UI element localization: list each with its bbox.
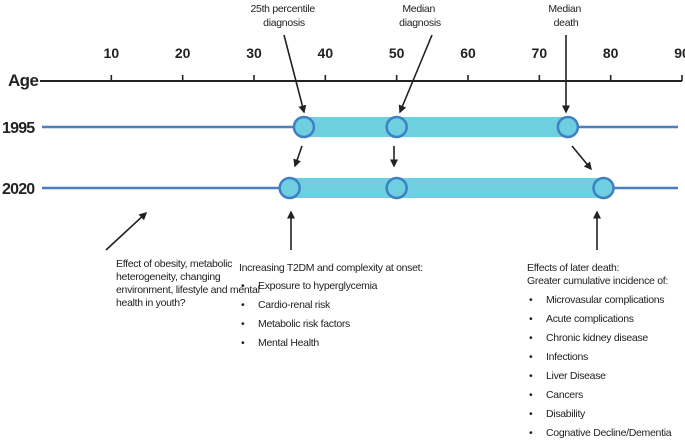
callout-line: diagnosis	[399, 17, 441, 29]
list-item: Liver Disease	[527, 367, 685, 386]
timeline-2020: 2020	[2, 176, 678, 200]
callout-25th-percentile: 25th percentile diagnosis	[250, 3, 317, 29]
axis-tick-label: 60	[460, 45, 476, 61]
timeline-range-bar	[289, 178, 604, 198]
callout-line: Median	[548, 3, 581, 15]
timeline-range-bar	[303, 117, 568, 137]
axis-tick-label: 70	[532, 45, 548, 61]
timeline-year-label: 2020	[2, 181, 35, 198]
arrow-25th-to-1995	[283, 34, 307, 114]
timeline-marker	[278, 176, 301, 200]
onset-list: Exposure to hyperglycemia Cardio-renal r…	[239, 277, 479, 353]
axis-tick-label: 50	[389, 45, 405, 61]
arrow-1995-to-2020-death	[571, 145, 592, 171]
axis-label: Age	[8, 71, 38, 90]
note-onset-heading: Increasing T2DM and complexity at onset:	[239, 262, 423, 274]
arrow-median-dx-to-1995	[398, 34, 433, 114]
svg-text:Median death: Median death	[548, 3, 583, 29]
list-item: Acute complications	[527, 310, 685, 329]
callout-line: diagnosis	[263, 17, 305, 29]
list-item: Cancers	[527, 386, 685, 405]
note-onset-complexity: Increasing T2DM and complexity at onset:…	[239, 262, 479, 353]
note-death-heading-2: Greater cumulative incidence of:	[527, 275, 668, 287]
timeline-year-label: 1995	[2, 120, 35, 137]
arrows	[105, 34, 601, 251]
timeline-marker	[385, 176, 408, 200]
list-item: Disability	[527, 405, 685, 424]
list-item: Infections	[527, 348, 685, 367]
list-item: Cognative Decline/Dementia	[527, 424, 685, 443]
later-death-list: Microvasular complications Acute complic…	[527, 291, 685, 443]
note-later-death: Effects of later death: Greater cumulati…	[527, 262, 685, 443]
axis-tick-label: 10	[104, 45, 120, 61]
arrow-youth-effect	[105, 211, 148, 251]
note-youth-text: Effect of obesity, metabolic heterogenei…	[116, 258, 260, 309]
timeline-marker	[592, 176, 615, 200]
note-death-heading-1: Effects of later death:	[527, 262, 620, 274]
list-item: Metabolic risk factors	[239, 315, 479, 334]
note-youth-effect: Effect of obesity, metabolic heterogenei…	[116, 258, 276, 310]
axis-tick-label: 40	[318, 45, 334, 61]
axis-ticks: 10 20 30 40 50 60 70 80 90	[104, 45, 685, 81]
svg-text:25th percentile diagnosi: 25th percentile diagnosis	[250, 3, 317, 29]
list-item: Microvasular complications	[527, 291, 685, 310]
list-item: Exposure to hyperglycemia	[239, 277, 479, 296]
callout-line: death	[554, 17, 579, 29]
list-item: Chronic kidney disease	[527, 329, 685, 348]
callout-line: Median	[402, 3, 435, 15]
callout-median-diagnosis: Median diagnosis	[399, 3, 441, 29]
arrow-1995-to-2020-diagnosis-25th	[293, 145, 303, 168]
list-item: Cardio-renal risk	[239, 296, 479, 315]
axis-tick-label: 90	[674, 45, 685, 61]
list-item: Mental Health	[239, 334, 479, 353]
timelines: 1995 2020	[2, 115, 678, 200]
timeline-1995: 1995	[2, 115, 678, 139]
timeline-marker	[385, 115, 408, 139]
svg-text:Median diagnosis: Median diagnosis	[399, 3, 441, 29]
callout-line: 25th percentile	[250, 3, 315, 15]
axis-tick-label: 80	[603, 45, 619, 61]
axis-tick-label: 30	[246, 45, 262, 61]
timeline-marker	[556, 115, 580, 139]
axis-tick-label: 20	[175, 45, 191, 61]
callout-median-death: Median death	[548, 3, 583, 29]
timeline-marker	[292, 115, 316, 139]
